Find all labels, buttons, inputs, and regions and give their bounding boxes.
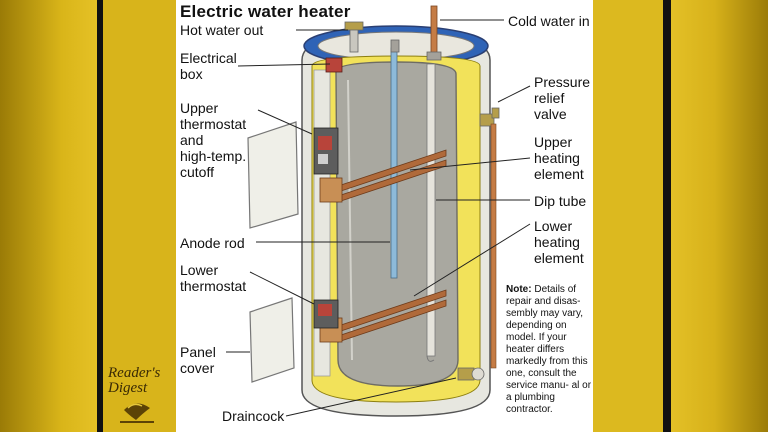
upper-thermostat-unit — [313, 127, 339, 175]
label-pressure-relief-line2: relief — [534, 90, 565, 106]
label-electrical-box-line1: Electrical — [180, 50, 237, 66]
label-upper-heating-line2: heating — [534, 150, 580, 166]
label-lower-heating-line2: heating — [534, 234, 580, 250]
note-heading: Note: — [506, 284, 532, 295]
label-upper-thermostat-line3: and — [180, 132, 204, 148]
label-pressure-relief-line3: valve — [534, 106, 567, 122]
upper-heating-element — [319, 149, 447, 203]
label-upper-thermostat-line4: high-temp. — [180, 148, 247, 164]
label-pressure-relief-line1: Pressure — [534, 74, 591, 90]
label-upper-heating-line1: Upper — [534, 134, 573, 150]
cold-water-inlet-pipe — [426, 5, 442, 61]
label-panel-cover-line1: Panel — [180, 344, 216, 360]
label-anode-rod: Anode rod — [180, 235, 245, 251]
anode-rod — [390, 47, 398, 279]
draincock-valve — [457, 367, 485, 381]
top-nipple — [390, 39, 400, 53]
dip-tube — [426, 63, 436, 357]
right-gold-strip — [593, 0, 663, 432]
label-lower-heating-line3: element — [534, 250, 584, 266]
label-lower-thermostat-line1: Lower — [180, 262, 219, 278]
lower-thermostat-unit — [313, 299, 339, 329]
note-body: Details of repair and disas- sembly may … — [506, 284, 592, 415]
label-upper-thermostat-line1: Upper — [180, 100, 219, 116]
label-upper-thermostat-line5: cutoff — [180, 164, 214, 180]
label-lower-thermostat-line2: thermostat — [180, 278, 247, 294]
left-divider — [97, 0, 103, 432]
diagram-title: Electric water heater — [180, 2, 351, 21]
logo-line2: Digest — [108, 380, 148, 396]
electrical-box — [325, 57, 343, 73]
label-upper-thermostat-line2: thermostat — [180, 116, 247, 132]
pressure-relief-valve — [479, 107, 500, 369]
label-draincock: Draincock — [222, 408, 285, 424]
hot-water-outlet-pipe — [344, 21, 364, 53]
logo-text: Reader's Digest — [108, 366, 170, 396]
logo-line1: Reader's — [108, 365, 161, 381]
label-dip-tube: Dip tube — [534, 193, 587, 209]
lower-panel-cover — [249, 297, 295, 383]
left-gold-strip — [103, 0, 176, 432]
label-hot-water-out: Hot water out — [180, 22, 264, 38]
label-lower-heating-line1: Lower — [534, 218, 573, 234]
note-text-block: Note: Details of repair and disas- sembl… — [506, 284, 592, 416]
label-cold-water-in: Cold water in — [508, 13, 590, 29]
readers-digest-logo — [120, 403, 154, 423]
upper-panel-cover — [247, 121, 299, 229]
label-electrical-box-line2: box — [180, 66, 203, 82]
right-divider — [663, 0, 671, 432]
label-panel-cover-line2: cover — [180, 360, 215, 376]
leader-lines — [226, 19, 531, 417]
label-upper-heating-line3: element — [534, 166, 584, 182]
